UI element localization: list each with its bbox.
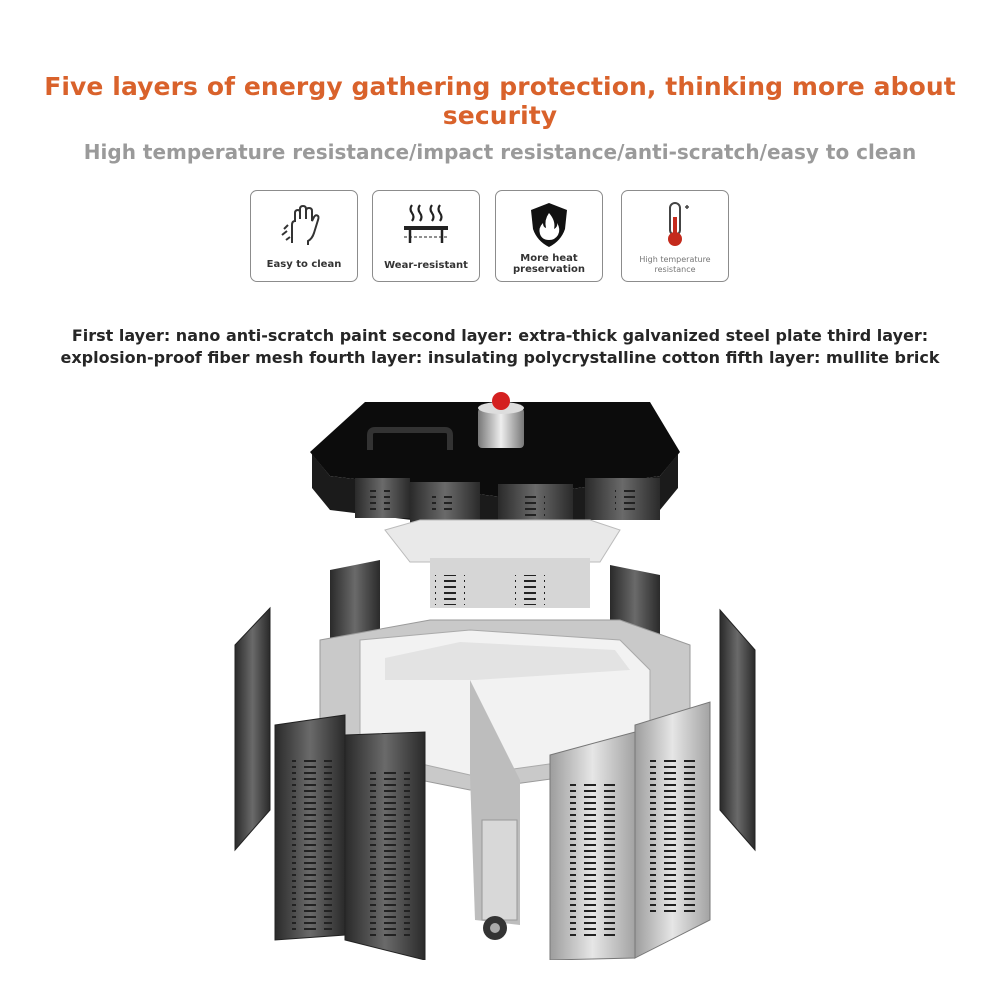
right-outer-panels	[549, 608, 756, 960]
lid	[310, 392, 680, 532]
feature-easy-to-clean: Easy to clean	[250, 190, 358, 282]
feature-more-heat-preservation: More heat preservation	[495, 190, 603, 282]
headline: Five layers of energy gathering protecti…	[44, 72, 956, 130]
layers-line-2: explosion-proof fiber mesh fourth layer:…	[60, 348, 940, 367]
feature-label-line2: preservation	[512, 264, 585, 275]
hand-wipe-icon	[281, 204, 320, 245]
heat-plate-icon	[404, 204, 448, 243]
feature-icons-row: Easy to clean Wear-resistant More heat p…	[250, 190, 750, 284]
feature-high-temperature-resistance: High temperature resistance	[621, 190, 729, 282]
exploded-stove-illustration	[234, 392, 756, 960]
lid-knob	[492, 392, 510, 410]
flame-shield-icon	[531, 203, 567, 247]
layers-line-1: First layer: nano anti-scratch paint sec…	[71, 326, 929, 345]
left-outer-panels	[234, 606, 426, 960]
subheadline: High temperature resistance/impact resis…	[83, 140, 917, 164]
thermometer-icon	[668, 202, 689, 246]
feature-label: Easy to clean	[266, 259, 342, 270]
layers-description: First layer: nano anti-scratch paint sec…	[0, 325, 1000, 369]
feature-label-line2: resistance	[654, 265, 696, 274]
feature-label: Wear-resistant	[384, 260, 468, 271]
feature-label-line1: High temperature	[639, 255, 711, 264]
feature-label-line1: More heat	[520, 253, 578, 264]
feature-wear-resistant: Wear-resistant	[372, 190, 480, 282]
